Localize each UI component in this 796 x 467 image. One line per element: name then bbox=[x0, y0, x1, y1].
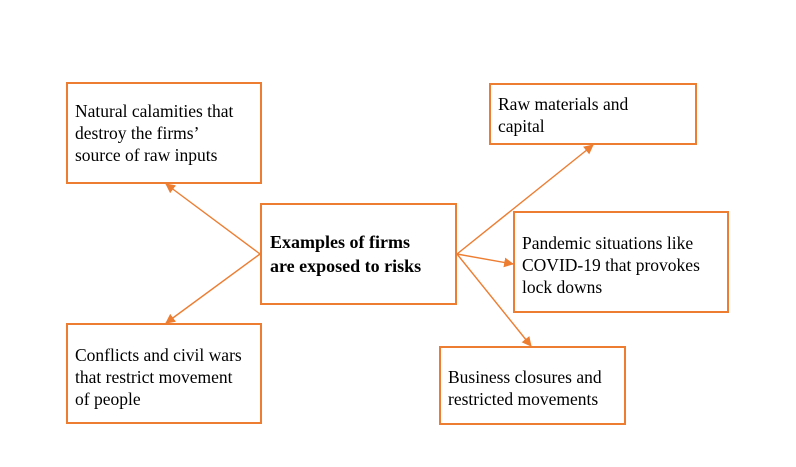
arrow-to-business bbox=[456, 253, 532, 347]
arrow-to-conflicts bbox=[165, 253, 261, 324]
arrow-to-pandemic bbox=[456, 253, 514, 268]
central-node: Examples of firms are exposed to risks bbox=[260, 203, 457, 305]
arrow-to-natural bbox=[165, 183, 261, 255]
node-raw-materials: Raw materials and capital bbox=[489, 83, 697, 145]
node-conflicts: Conflicts and civil wars that restrict m… bbox=[66, 323, 262, 424]
node-natural-calamities: Natural calamities that destroy the firm… bbox=[66, 82, 262, 184]
node-business-closures: Business closures and restricted movemen… bbox=[439, 346, 626, 425]
arrow-to-raw bbox=[456, 144, 594, 255]
central-node-label: Examples of firms are exposed to risks bbox=[270, 232, 422, 276]
node-pandemic: Pandemic situations like COVID-19 that p… bbox=[513, 211, 729, 313]
